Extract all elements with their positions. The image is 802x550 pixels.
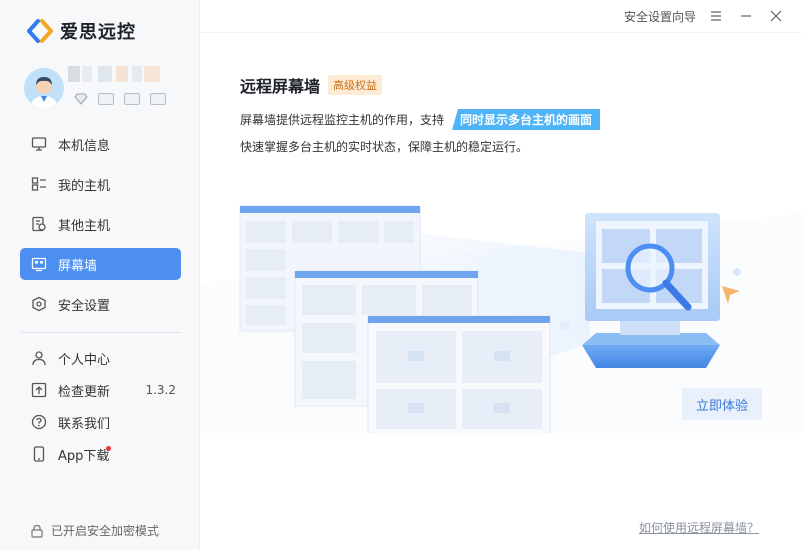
nav-label: 安全设置 xyxy=(58,298,111,314)
nav-label: 其他主机 xyxy=(58,218,111,234)
secure-mode-status: 已开启安全加密模式 xyxy=(30,522,159,539)
nav-item-local-info[interactable]: 本机信息 xyxy=(20,128,181,160)
close-icon xyxy=(770,10,782,22)
security-wizard-link[interactable]: 安全设置向导 xyxy=(623,10,696,24)
menu-button[interactable] xyxy=(708,8,724,24)
minimize-button[interactable] xyxy=(738,8,754,24)
description-prefix: 屏幕墙提供远程监控主机的作用，支持 xyxy=(240,113,445,127)
close-button[interactable] xyxy=(768,8,784,24)
user-badges xyxy=(74,93,176,105)
logo-icon xyxy=(27,19,53,43)
minimize-icon xyxy=(741,15,751,17)
nav-label: 联系我们 xyxy=(58,416,111,432)
nav-item-security[interactable]: 安全设置 xyxy=(20,288,181,320)
wall-badge-icon xyxy=(150,93,166,105)
user-icon xyxy=(32,351,46,366)
nav-item-my-hosts[interactable]: 我的主机 xyxy=(20,168,181,200)
secondary-nav: 个人中心 检查更新 1.3.2 联系我们 App下载 xyxy=(20,342,181,470)
host-list-icon xyxy=(31,177,46,191)
avatar-icon xyxy=(24,68,64,108)
shield-icon xyxy=(32,296,46,312)
screen-wall-icon xyxy=(31,257,47,272)
nav-label: App下载 xyxy=(58,448,110,464)
menu-icon xyxy=(711,11,721,21)
diamond-icon xyxy=(74,93,88,105)
help-link[interactable]: 如何使用远程屏幕墙？ xyxy=(638,521,759,535)
screen-window-front xyxy=(367,315,551,433)
help-icon xyxy=(31,414,47,430)
version-number: 1.3.2 xyxy=(145,383,176,397)
title-row: 远程屏幕墙 高级权益 xyxy=(240,73,383,97)
nav-item-app-download[interactable]: App下载 xyxy=(20,438,181,470)
description-line-1: 屏幕墙提供远程监控主机的作用，支持 同时显示多台主机的画面 xyxy=(240,109,601,130)
title-bar: 安全设置向导 xyxy=(200,0,802,32)
nav-label: 检查更新 xyxy=(58,384,111,400)
sidebar: 爱思远控 本机信息 我的主机 xyxy=(0,0,200,550)
nav-label: 本机信息 xyxy=(58,138,111,154)
nav-label: 屏幕墙 xyxy=(58,258,98,274)
premium-tag: 高级权益 xyxy=(328,75,383,95)
notification-dot xyxy=(106,446,111,451)
nav-label: 我的主机 xyxy=(58,178,111,194)
username-redacted xyxy=(68,66,164,82)
description-line-2: 快速掌握多台主机的实时状态，保障主机的稳定运行。 xyxy=(240,140,529,154)
other-host-icon xyxy=(32,216,46,232)
description-highlight: 同时显示多台主机的画面 xyxy=(452,109,601,130)
nav-item-contact[interactable]: 联系我们 xyxy=(20,406,181,438)
update-icon xyxy=(31,382,47,398)
secure-mode-label: 已开启安全加密模式 xyxy=(51,524,160,538)
nav-label: 个人中心 xyxy=(58,352,111,368)
avatar[interactable] xyxy=(24,68,64,108)
nav-item-other-hosts[interactable]: 其他主机 xyxy=(20,208,181,240)
screen-badge-icon xyxy=(124,93,140,105)
brand: 爱思远控 xyxy=(26,18,136,44)
device-badge-icon xyxy=(98,93,114,105)
try-now-button[interactable]: 立即体验 xyxy=(682,388,762,420)
page-title: 远程屏幕墙 xyxy=(240,77,321,96)
screen-wall-illustration xyxy=(200,205,802,433)
nav-item-check-update[interactable]: 检查更新 1.3.2 xyxy=(20,374,181,406)
monitor-graphic xyxy=(560,213,741,368)
brand-name: 爱思远控 xyxy=(60,22,136,43)
nav-item-screen-wall[interactable]: 屏幕墙 xyxy=(20,248,181,280)
sidebar-divider xyxy=(20,332,181,333)
lock-icon xyxy=(31,524,43,538)
nav-item-profile[interactable]: 个人中心 xyxy=(20,342,181,374)
monitor-icon xyxy=(31,137,47,151)
main-nav: 本机信息 我的主机 其他主机 屏幕墙 安全设置 xyxy=(20,128,181,328)
main-panel: 远程屏幕墙 高级权益 屏幕墙提供远程监控主机的作用，支持 同时显示多台主机的画面… xyxy=(200,32,802,550)
phone-icon xyxy=(33,446,45,462)
